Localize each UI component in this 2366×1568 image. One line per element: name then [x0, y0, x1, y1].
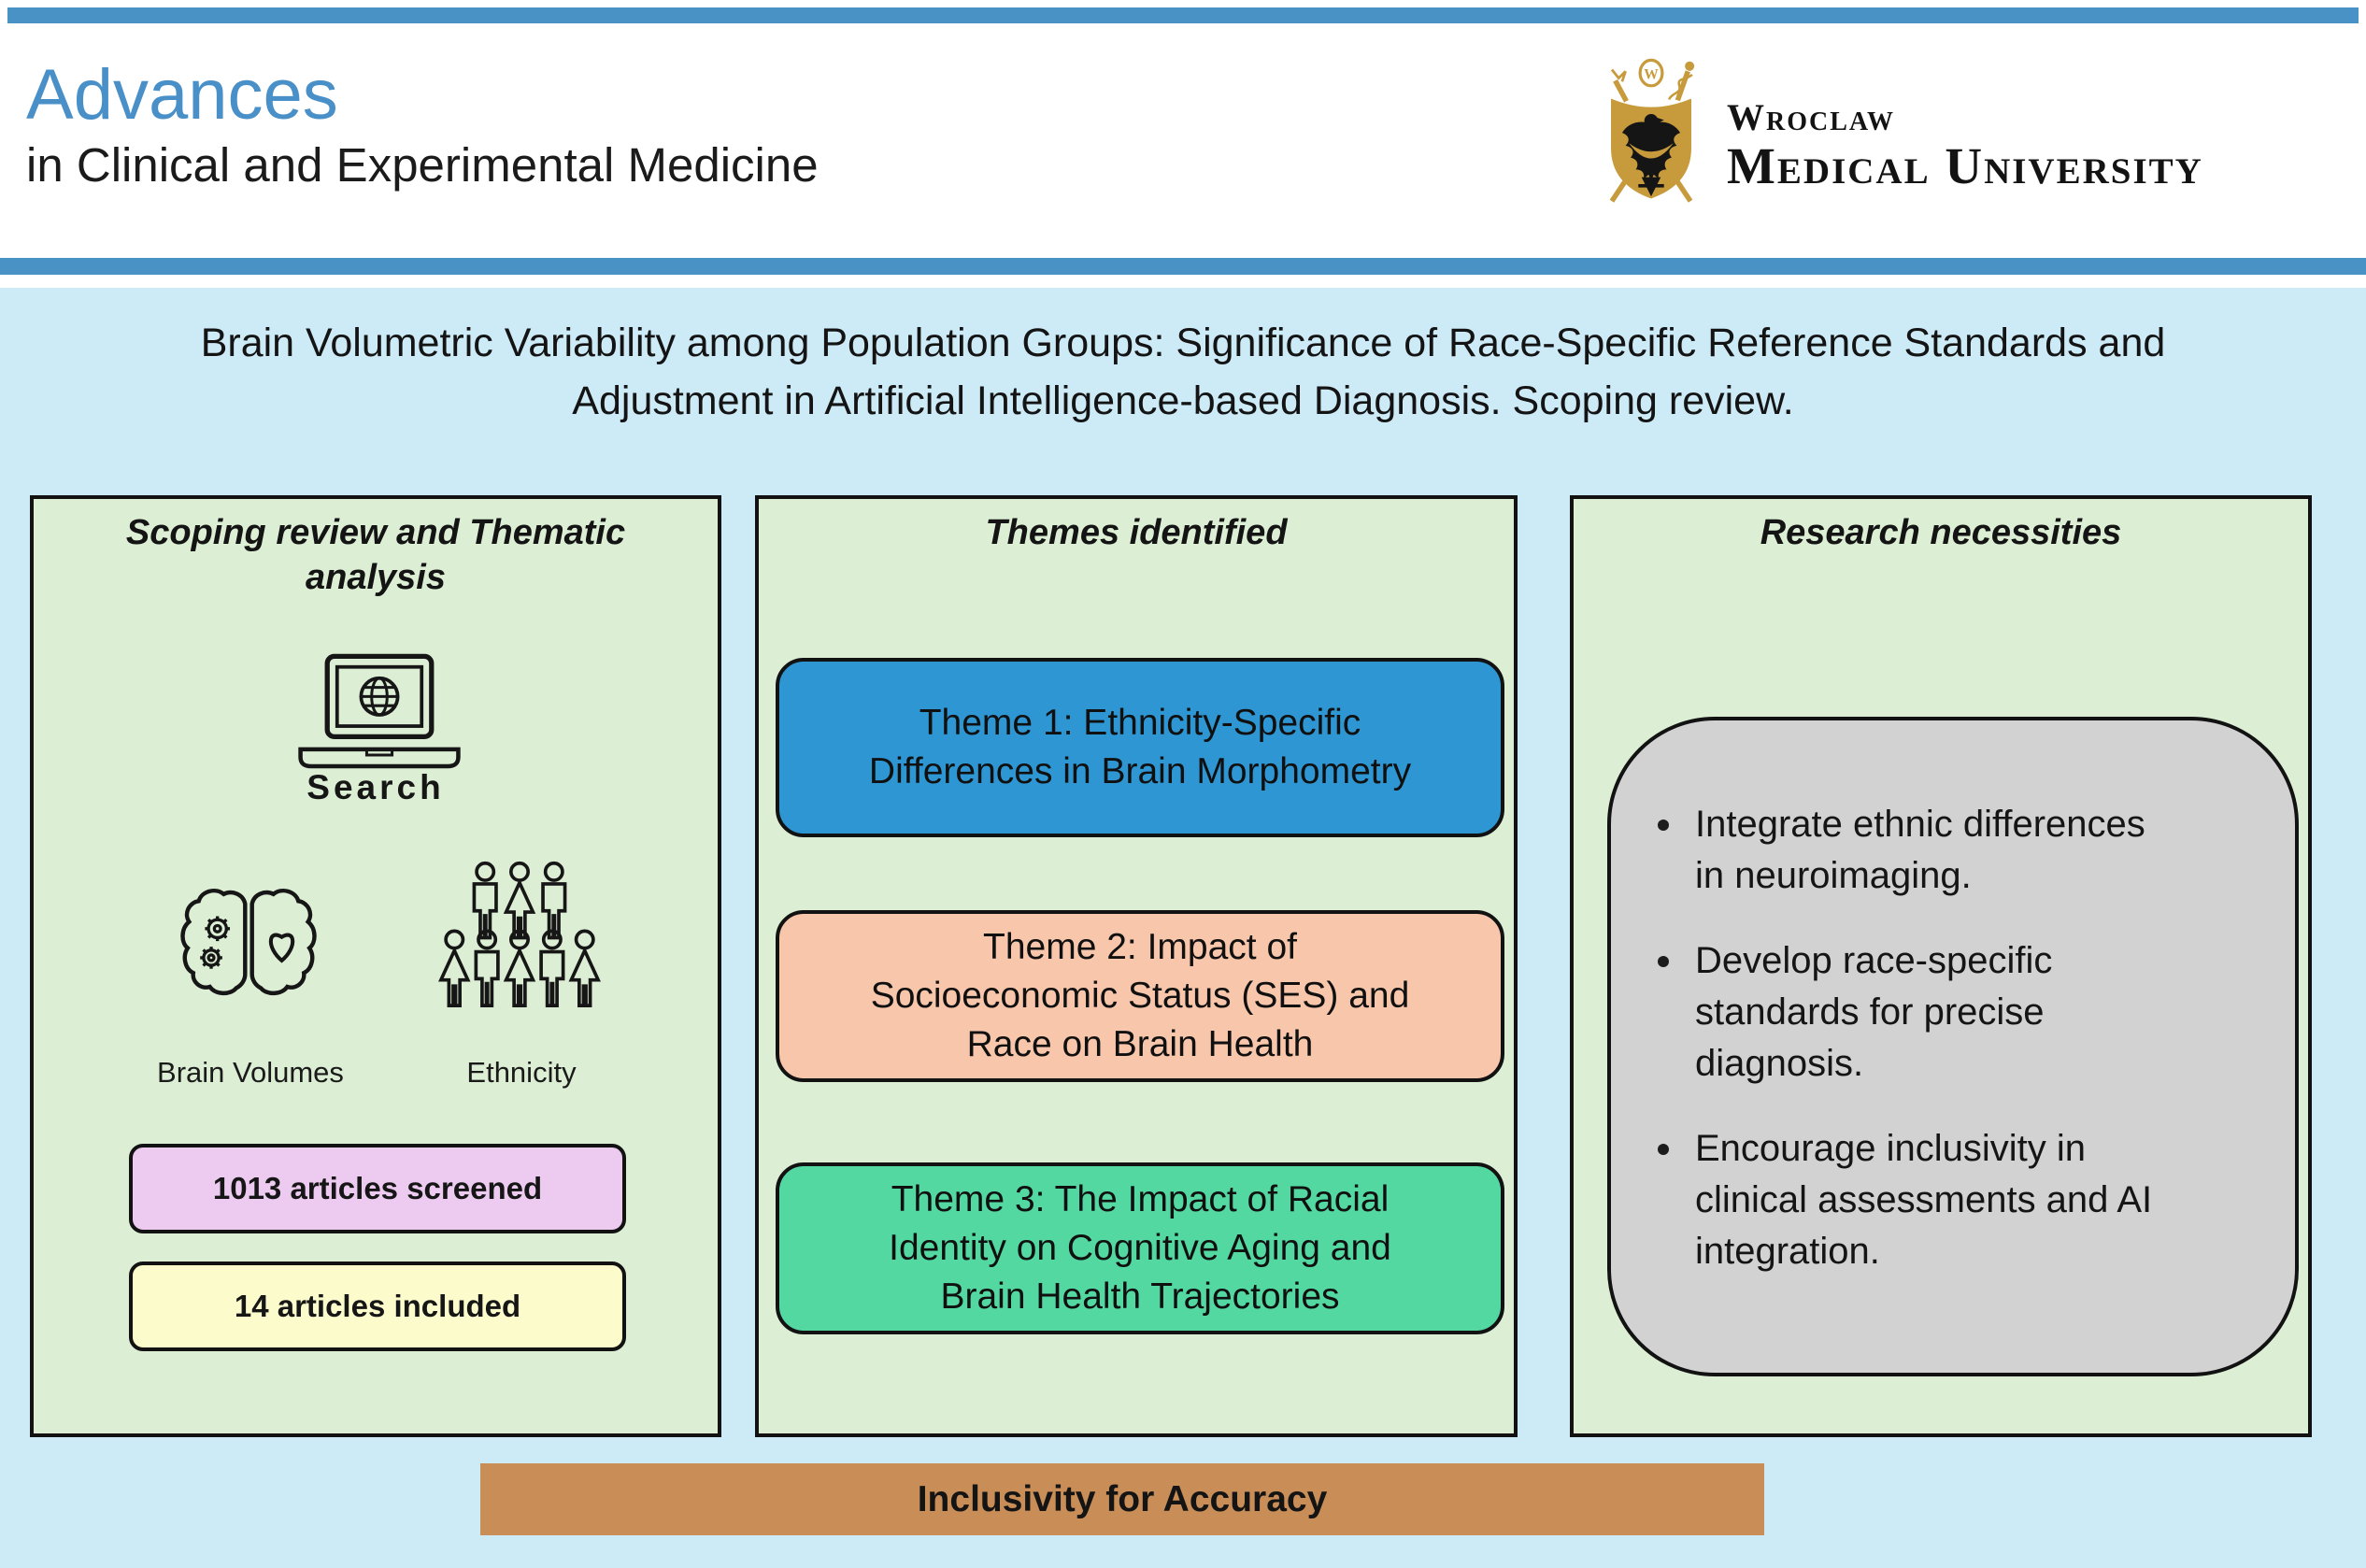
research-bullet-2-text: Develop race-specific standards for prec…	[1695, 940, 2053, 1084]
bullet-dot	[1658, 1144, 1669, 1155]
laptop-globe-search-icon	[288, 647, 471, 789]
scoping-panel-title: Scoping review and Thematic analysis	[125, 513, 626, 597]
top-accent-bar	[7, 7, 2359, 23]
panel-research-necessities: Research necessities Integrate ethnic di…	[1570, 495, 2312, 1437]
research-necessities-box: Integrate ethnic differences in neuroima…	[1607, 717, 2299, 1376]
journal-title: Advances	[26, 55, 338, 135]
theme-1-label: Theme 1: Ethnicity-Specific Differences …	[868, 703, 1412, 791]
theme-2-box: Theme 2: Impact of Socioeconomic Status …	[776, 910, 1504, 1082]
article-title: Brain Volumetric Variability among Popul…	[200, 321, 2166, 423]
university-name-line2: Medical University	[1727, 137, 2203, 194]
panel-themes-identified: Themes identified Theme 1: Ethnicity-Spe…	[755, 495, 1518, 1437]
people-group-icon	[428, 856, 611, 1028]
articles-included-label: 14 articles included	[234, 1289, 521, 1323]
crest-monogram: W	[1644, 67, 1659, 83]
theme-2-label: Theme 2: Impact of Socioeconomic Status …	[870, 927, 1410, 1064]
theme-3-label: Theme 3: The Impact of Racial Identity o…	[889, 1179, 1391, 1317]
research-bullet-1: Integrate ethnic differences in neuroima…	[1658, 799, 2250, 902]
university-crest-icon: W	[1600, 54, 1703, 204]
articles-included-box: 14 articles included	[129, 1262, 626, 1351]
theme-3-box: Theme 3: The Impact of Racial Identity o…	[776, 1162, 1504, 1334]
articles-screened-label: 1013 articles screened	[212, 1171, 543, 1205]
research-bullet-3-text: Encourage inclusivity in clinical assess…	[1695, 1128, 2153, 1272]
panel-scoping-review: Scoping review and Thematic analysis Sea…	[30, 495, 721, 1437]
inclusivity-banner: Inclusivity for Accuracy	[480, 1463, 1764, 1535]
brain-volumes-label: Brain Volumes	[157, 1056, 344, 1089]
research-bullet-1-text: Integrate ethnic differences in neuroima…	[1695, 804, 2145, 896]
research-panel-title: Research necessities	[1760, 513, 2122, 552]
university-name-line1: Wroclaw	[1727, 96, 1896, 138]
brain-hemispheres-gears-heart-icon	[179, 878, 318, 1026]
research-bullet-2: Develop race-specific standards for prec…	[1658, 935, 2250, 1090]
header-divider-bar	[0, 258, 2366, 275]
inclusivity-banner-label: Inclusivity for Accuracy	[917, 1478, 1328, 1519]
ethnicity-label: Ethnicity	[466, 1056, 577, 1089]
articles-screened-box: 1013 articles screened	[129, 1144, 626, 1233]
bullet-dot	[1658, 956, 1669, 967]
theme-1-box: Theme 1: Ethnicity-Specific Differences …	[776, 658, 1504, 837]
bullet-dot	[1658, 820, 1669, 831]
themes-panel-title: Themes identified	[985, 513, 1288, 552]
search-label: Search	[306, 768, 445, 806]
research-bullet-3: Encourage inclusivity in clinical assess…	[1658, 1123, 2250, 1277]
journal-subtitle: in Clinical and Experimental Medicine	[26, 138, 819, 192]
